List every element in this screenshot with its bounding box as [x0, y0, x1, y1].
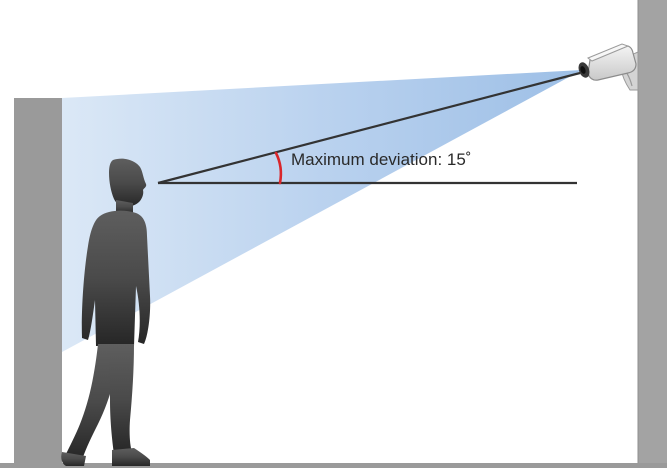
max-deviation-label: Maximum deviation: 15˚	[291, 150, 472, 169]
surveillance-camera-icon	[578, 43, 639, 91]
person-silhouette	[61, 158, 151, 466]
camera-view-cone	[62, 70, 582, 352]
deviation-angle-arc	[274, 151, 283, 185]
right-wall	[638, 0, 667, 468]
floor-line	[0, 463, 667, 468]
camera-sight-line	[157, 71, 581, 185]
left-wall	[14, 98, 62, 466]
